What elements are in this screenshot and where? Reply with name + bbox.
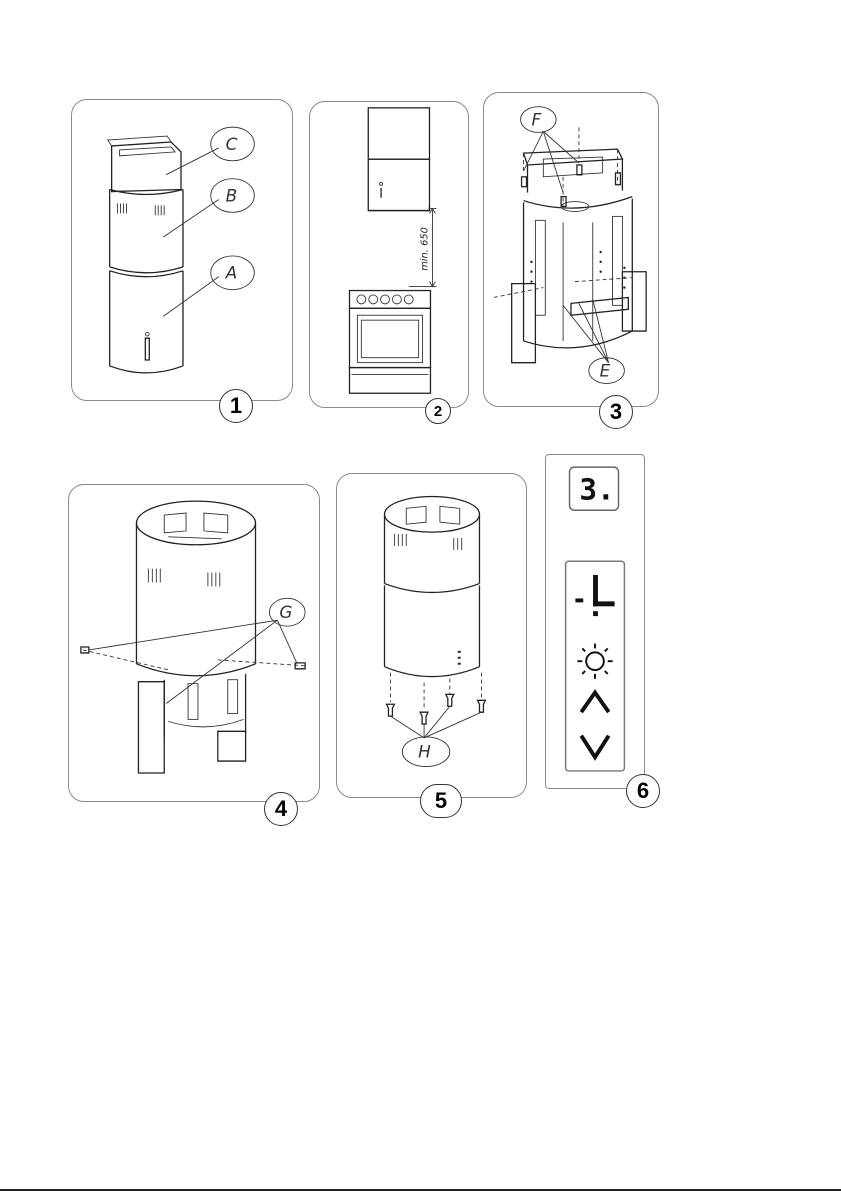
- label-h: H: [418, 742, 431, 762]
- label-f: F: [531, 109, 541, 129]
- figure-1-drawing: C B A: [72, 100, 292, 400]
- figure-5-number: 5: [420, 784, 462, 818]
- figure-1-number: 1: [219, 389, 253, 423]
- figure-3-panel: F E: [483, 92, 659, 407]
- figure-2-drawing: min. 650: [310, 102, 468, 407]
- label-e: E: [600, 361, 611, 381]
- label-c: C: [226, 134, 238, 154]
- label-a: A: [225, 263, 238, 283]
- figure-5-panel: H: [336, 473, 527, 798]
- figure-3-drawing: F E: [484, 93, 658, 406]
- figure-4-number: 4: [264, 792, 298, 826]
- label-b: B: [226, 185, 238, 205]
- figure-6-panel: 3.: [545, 454, 645, 789]
- figure-4-panel: G: [68, 484, 320, 802]
- figure-1-panel: C B A: [71, 99, 293, 401]
- display-readout: 3.: [579, 472, 614, 506]
- figure-6-number: 6: [626, 774, 660, 808]
- figure-6-drawing: 3.: [546, 455, 644, 788]
- figure-2-number: 2: [425, 398, 451, 424]
- figure-3-number: 3: [599, 395, 633, 429]
- figure-5-drawing: H: [337, 474, 526, 797]
- figure-2-panel: min. 650: [309, 101, 469, 408]
- dimension-min-650: min. 650: [420, 227, 431, 271]
- figure-4-drawing: G: [69, 485, 319, 801]
- label-g: G: [279, 602, 292, 622]
